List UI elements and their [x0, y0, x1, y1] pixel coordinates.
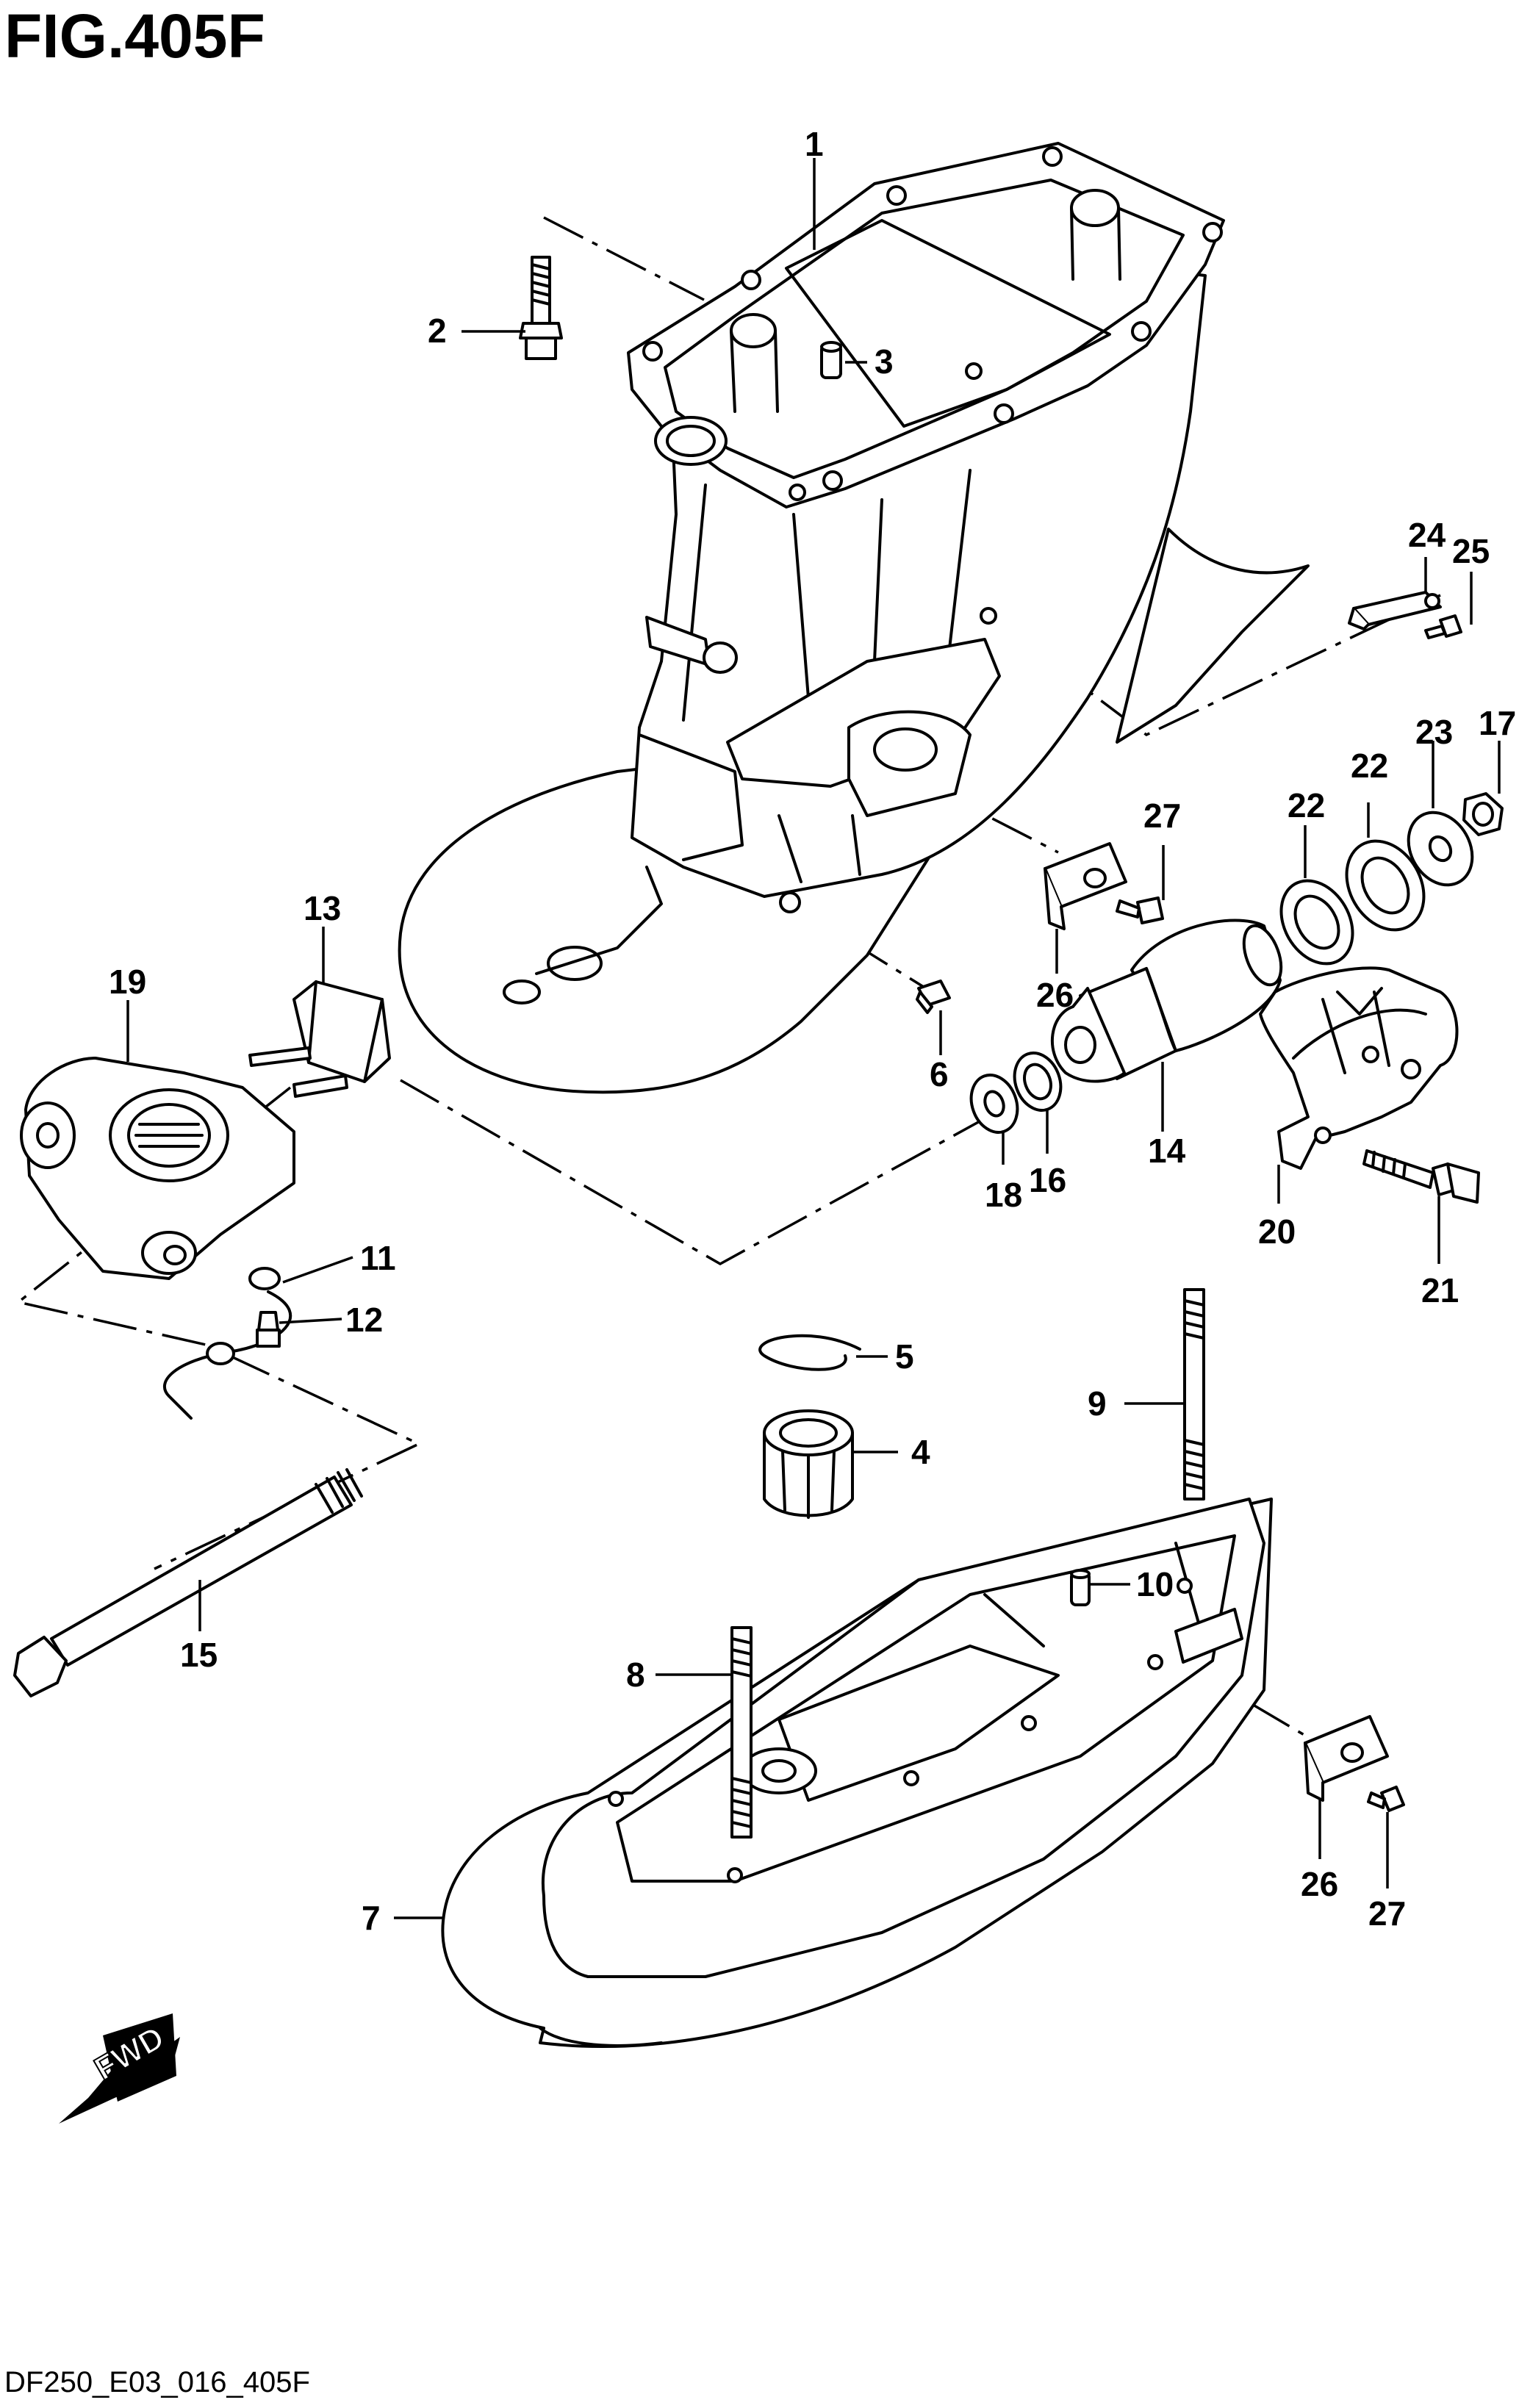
- callout-10: 10: [1136, 1565, 1174, 1603]
- callout-13: 13: [304, 889, 341, 927]
- drive-shaft-housing: [398, 142, 1310, 1094]
- callouts: 1 2 3 4 5 6 7 8 9 10 11 12 13 14 15 16 1…: [109, 125, 1516, 1937]
- part-18-washer: [969, 1074, 1019, 1134]
- part-20-mount-cover: [1259, 966, 1459, 1170]
- part-25-screw: [1424, 614, 1462, 639]
- part-27-bolt-lower: [1367, 1786, 1405, 1812]
- callout-8: 8: [626, 1656, 645, 1694]
- callout-7: 7: [362, 1899, 381, 1937]
- part-7-lower-cover: [441, 1498, 1273, 2048]
- part-9-stud: [1183, 1288, 1205, 1500]
- callout-18: 18: [985, 1176, 1022, 1214]
- callout-12: 12: [345, 1301, 383, 1339]
- callout-26a: 26: [1036, 976, 1074, 1014]
- callout-11: 11: [360, 1239, 396, 1277]
- part-15-long-bolt: [13, 1468, 363, 1697]
- callout-20: 20: [1258, 1212, 1296, 1251]
- fwd-arrow-icon: FWD: [59, 2013, 180, 2124]
- callout-24: 24: [1408, 516, 1446, 554]
- leader-lines: [126, 158, 1501, 1919]
- callout-16: 16: [1029, 1161, 1066, 1199]
- part-24-plate: [1348, 591, 1442, 630]
- callout-1: 1: [805, 125, 824, 163]
- part-5-circlip: [758, 1334, 861, 1371]
- drawing-code: DF250_E03_016_405F: [4, 2366, 310, 2398]
- part-22-washer-lower: [1279, 879, 1354, 966]
- part-22-washer-upper: [1345, 839, 1426, 932]
- part-11-ground-wire: [163, 1267, 292, 1420]
- part-6-screw: [916, 980, 951, 1014]
- callout-22a: 22: [1288, 786, 1325, 824]
- part-2-bolt: [519, 256, 563, 360]
- part-19-mount-bracket: [20, 1057, 295, 1280]
- callout-3: 3: [875, 342, 894, 381]
- part-27-bolt-upper: [1116, 896, 1164, 924]
- part-12-screw: [256, 1311, 281, 1348]
- callout-27b: 27: [1368, 1894, 1406, 1933]
- callout-17: 17: [1479, 704, 1516, 742]
- callout-4: 4: [911, 1433, 930, 1471]
- callout-19: 19: [109, 963, 146, 1001]
- callout-27a: 27: [1143, 797, 1181, 835]
- figure-title: FIG.405F: [4, 1, 265, 71]
- part-16-washer: [1013, 1052, 1063, 1112]
- part-8-stud: [730, 1626, 753, 1839]
- part-23-washer: [1407, 811, 1474, 887]
- part-4-bushing: [763, 1409, 854, 1519]
- part-14-mount-rubber: [1050, 919, 1283, 1083]
- callout-22b: 22: [1351, 747, 1388, 785]
- callout-25: 25: [1452, 532, 1490, 570]
- callout-15: 15: [180, 1636, 218, 1674]
- callout-5: 5: [895, 1337, 914, 1376]
- callout-21: 21: [1421, 1271, 1459, 1309]
- part-17-nut: [1462, 792, 1504, 836]
- callout-14: 14: [1148, 1132, 1186, 1170]
- part-26-damper-lower: [1304, 1715, 1389, 1802]
- part-10-dowel: [1070, 1569, 1091, 1606]
- callout-9: 9: [1088, 1384, 1107, 1423]
- callout-23: 23: [1415, 713, 1453, 751]
- part-21-bolt: [1362, 1149, 1480, 1204]
- callout-6: 6: [930, 1055, 949, 1093]
- part-3-pin: [820, 341, 842, 379]
- part-26-damper-upper: [1044, 842, 1127, 930]
- callout-2: 2: [428, 312, 447, 350]
- part-13-bracket: [248, 980, 391, 1098]
- callout-26b: 26: [1301, 1865, 1338, 1903]
